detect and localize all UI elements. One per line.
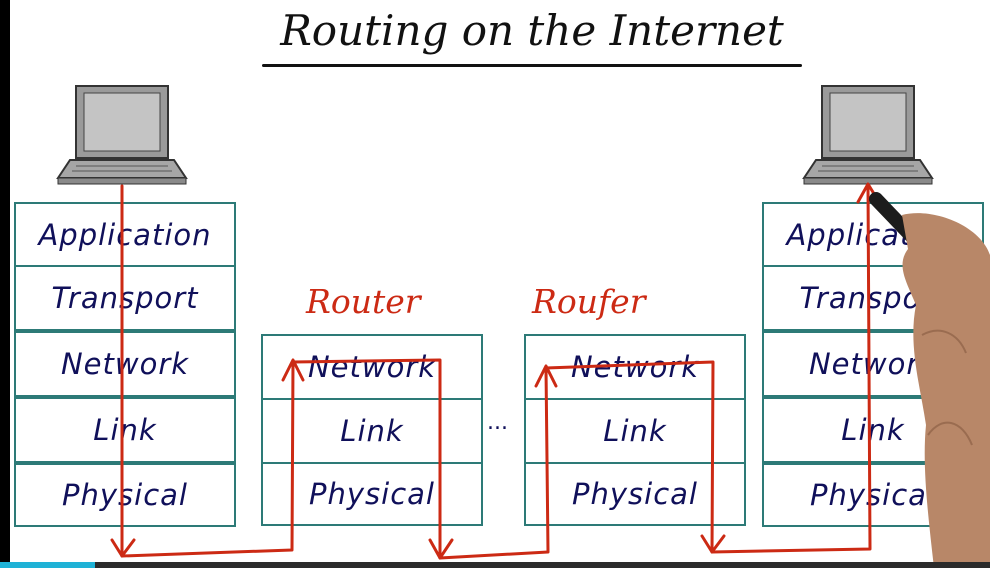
hand-with-marker: [869, 192, 990, 568]
ellipsis: ...: [487, 410, 508, 435]
video-left-border: [0, 0, 10, 568]
layer-link: Link: [762, 397, 984, 463]
page-title: Routing on the Internet: [280, 6, 784, 55]
layer-physical: Physical: [14, 463, 236, 527]
router-label-left: Router: [306, 282, 421, 321]
video-progress-fill: [0, 562, 95, 568]
laptop-icon: [56, 85, 188, 185]
layer-physical: Physical: [524, 462, 746, 526]
video-progress-track: [0, 562, 990, 568]
title-underline: [262, 64, 802, 67]
layer-physical: Physical: [261, 462, 483, 526]
laptop-icon: [802, 85, 934, 185]
router-label-right: Roufer: [532, 282, 646, 321]
layer-link: Link: [14, 397, 236, 463]
layer-transport: Transport: [14, 265, 236, 331]
layer-physical: Physical: [762, 463, 984, 527]
layer-network: Network: [14, 331, 236, 397]
